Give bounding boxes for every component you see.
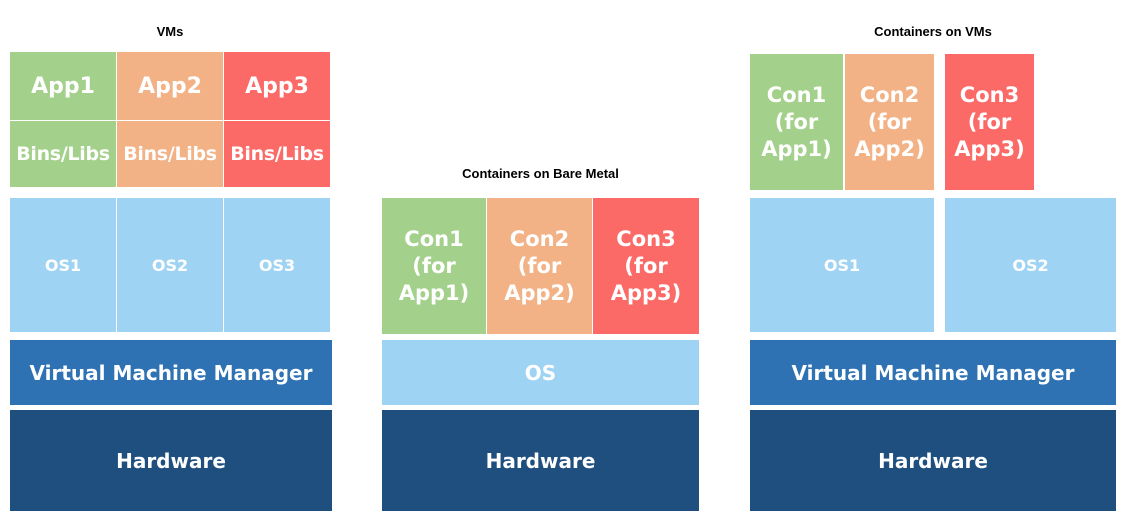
- bm-con2-box: Con2 (for App2): [487, 198, 592, 334]
- cvm-con3-box: Con3 (for App3): [945, 54, 1034, 190]
- vm-app2-box: App2: [117, 52, 223, 120]
- vm-os2-box: OS2: [117, 198, 223, 332]
- containers-on-vms-title: Containers on VMs: [874, 24, 992, 39]
- bm-hardware-box: Hardware: [382, 410, 699, 511]
- bm-con3-box: Con3 (for App3): [593, 198, 699, 334]
- cvm-os1-box: OS1: [750, 198, 934, 332]
- bm-os-box: OS: [382, 340, 699, 405]
- cvm-hardware-box: Hardware: [750, 410, 1116, 511]
- bare-metal-title: Containers on Bare Metal: [462, 166, 619, 181]
- vm-libs3-box: Bins/Libs: [224, 121, 330, 187]
- vm-app3-box: App3: [224, 52, 330, 120]
- cvm-manager-box: Virtual Machine Manager: [750, 340, 1116, 405]
- vm-hardware-box: Hardware: [10, 410, 332, 511]
- vm-libs2-box: Bins/Libs: [117, 121, 223, 187]
- cvm-os2-box: OS2: [945, 198, 1116, 332]
- bm-con1-box: Con1 (for App1): [382, 198, 486, 334]
- vm-os3-box: OS3: [224, 198, 330, 332]
- vm-app1-box: App1: [10, 52, 116, 120]
- vm-manager-box: Virtual Machine Manager: [10, 340, 332, 405]
- vm-libs1-box: Bins/Libs: [10, 121, 116, 187]
- cvm-con1-box: Con1 (for App1): [750, 54, 843, 190]
- vms-title: VMs: [156, 24, 184, 39]
- vm-os1-box: OS1: [10, 198, 116, 332]
- cvm-con2-box: Con2 (for App2): [845, 54, 934, 190]
